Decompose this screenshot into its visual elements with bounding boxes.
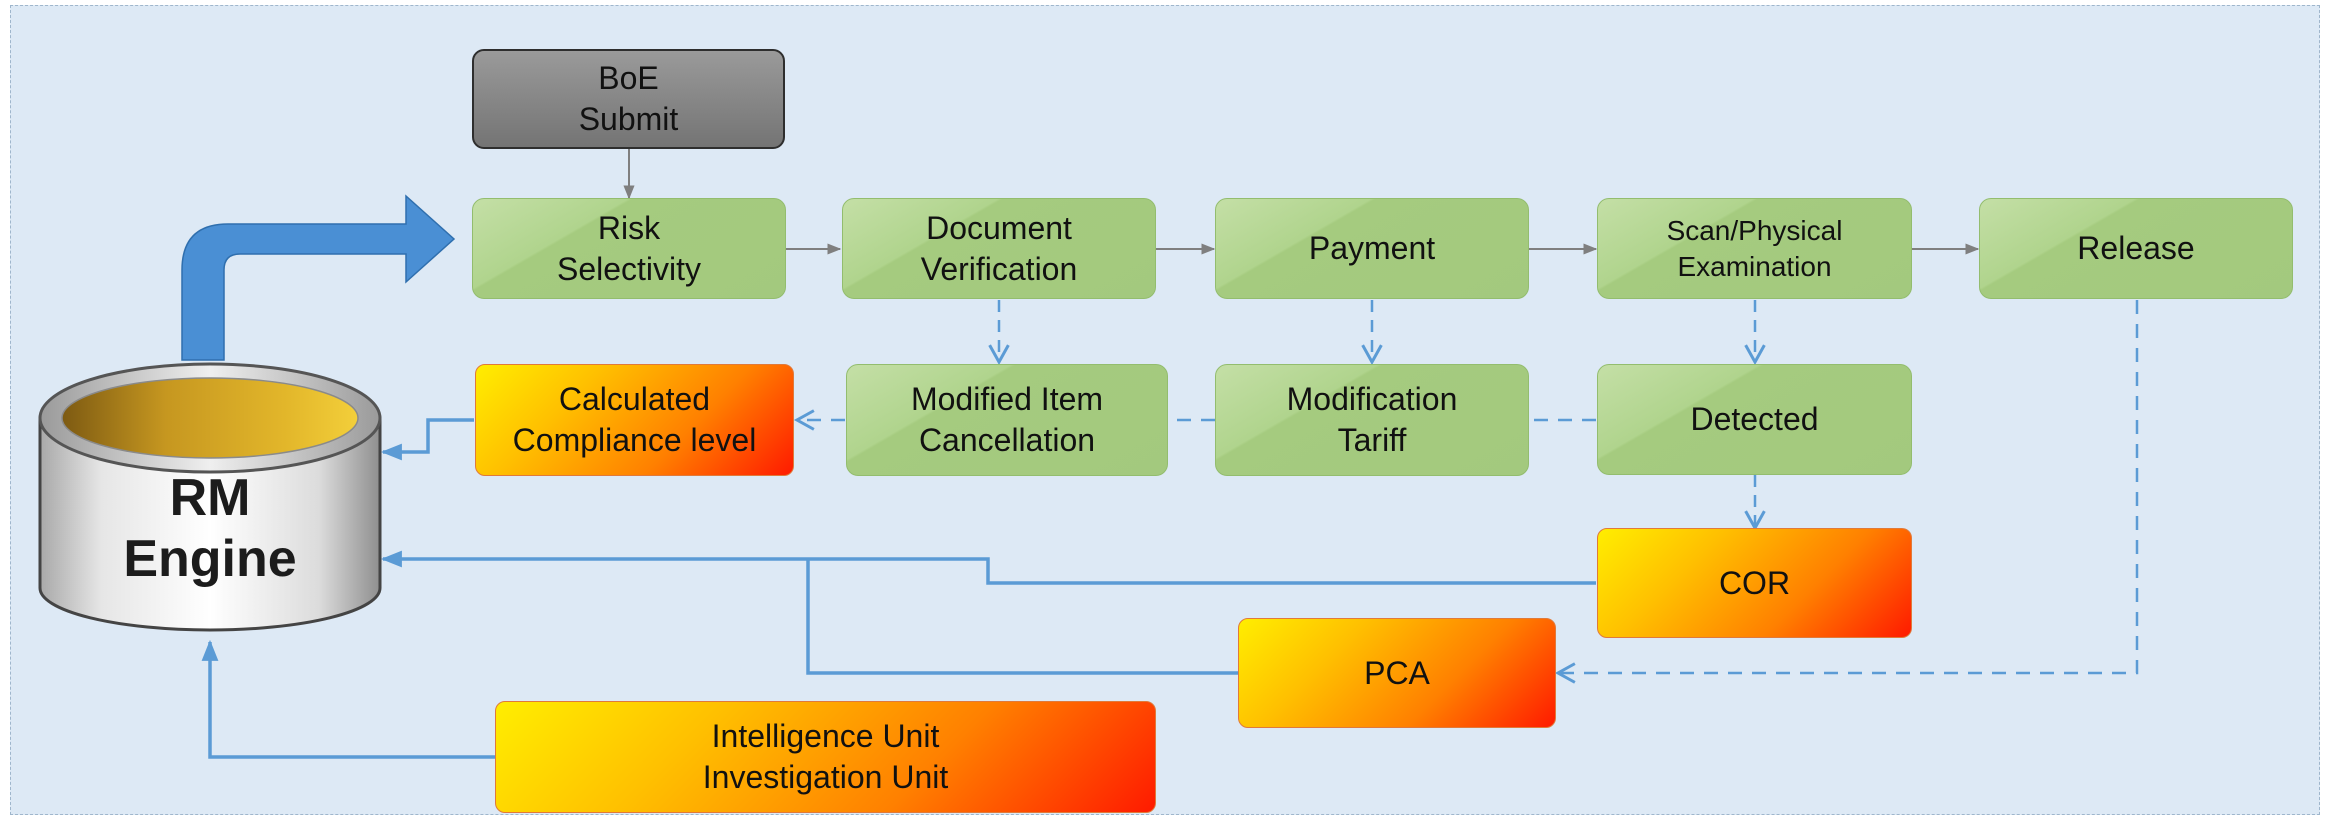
modification-tariff-node: Modification Tariff <box>1215 364 1529 476</box>
release-node: Release <box>1979 198 2293 299</box>
detected-node: Detected <box>1597 364 1912 475</box>
modified-item-cancellation-node: Modified Item Cancellation <box>846 364 1168 476</box>
intelligence-to-engine-line <box>201 639 495 759</box>
engine-to-risk-big-arrow <box>181 194 456 361</box>
rm-engine-drum <box>38 362 382 632</box>
cor-node: COR <box>1597 528 1912 638</box>
intelligence-investigation-unit-node: Intelligence Unit Investigation Unit <box>495 701 1156 813</box>
boe-submit-node: BoE Submit <box>472 49 785 149</box>
payment-node: Payment <box>1215 198 1529 299</box>
risk-selectivity-node: Risk Selectivity <box>472 198 786 299</box>
scan-physical-examination-node: Scan/Physical Examination <box>1597 198 1912 299</box>
calculated-compliance-level-node: Calculated Compliance level <box>475 364 794 476</box>
rm-engine-label: RM Engine <box>123 469 297 589</box>
document-verification-node: Document Verification <box>842 198 1156 299</box>
compliance-to-engine-line <box>380 418 474 461</box>
cor-to-engine-line <box>380 550 1596 585</box>
pca-to-engine-line <box>806 559 1238 675</box>
release-to-pca-arrow <box>1554 300 2139 684</box>
pca-node: PCA <box>1238 618 1556 728</box>
